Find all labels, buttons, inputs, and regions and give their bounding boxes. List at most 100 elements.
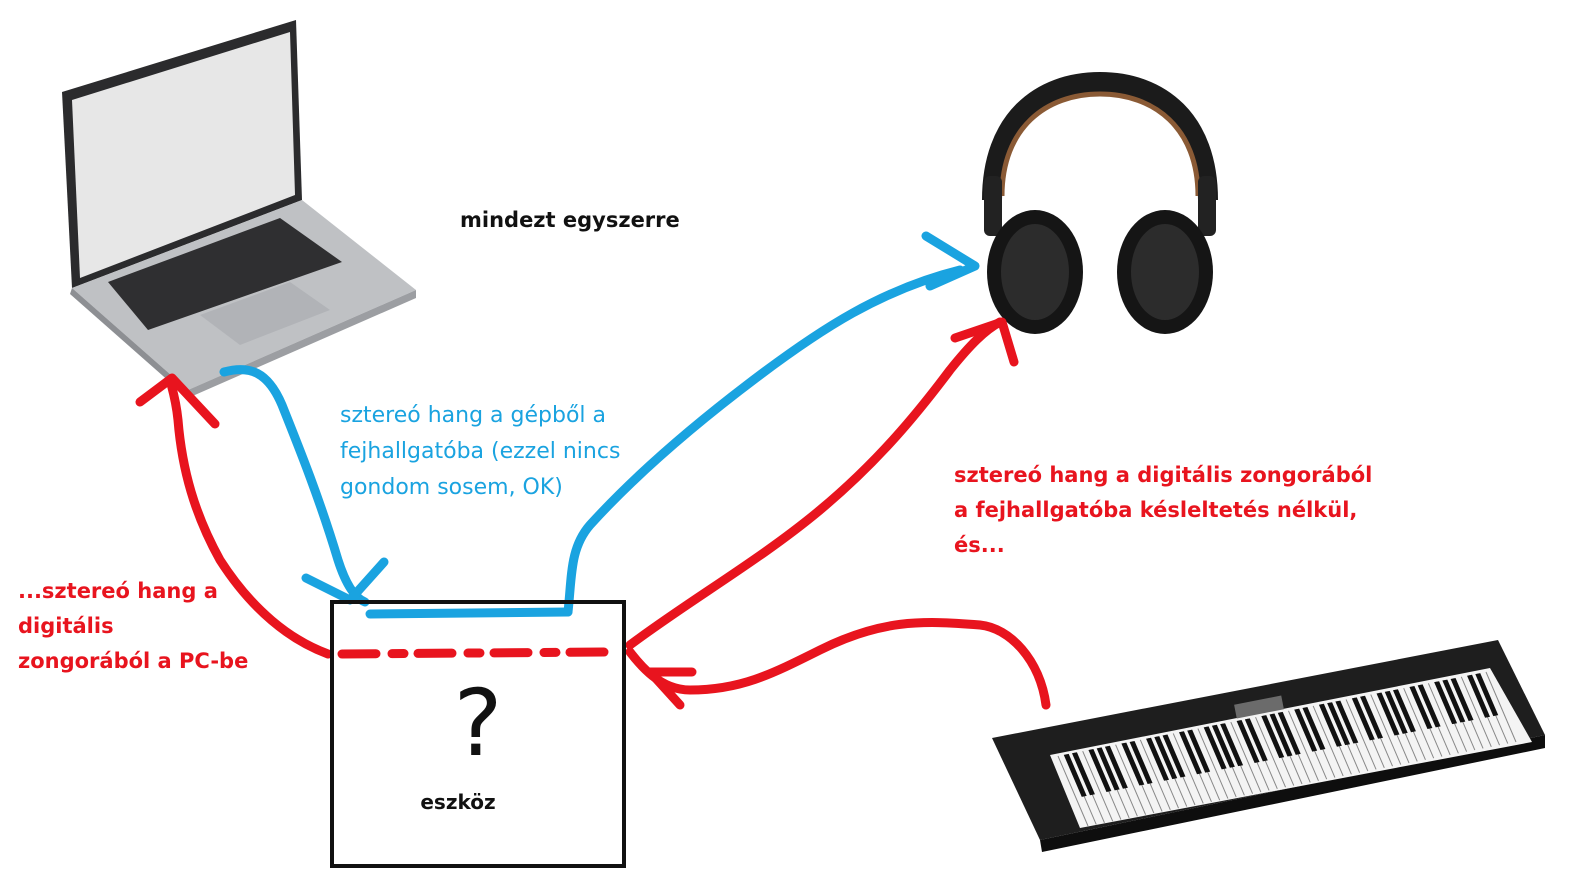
piano-black-key bbox=[1277, 711, 1301, 755]
piano-key-divider bbox=[1452, 678, 1484, 749]
piano-black-key bbox=[1203, 726, 1227, 770]
piano-black-key bbox=[1302, 707, 1326, 751]
red-right-line-1: sztereó hang a digitális zongorából bbox=[954, 463, 1373, 487]
piano-key-divider bbox=[1106, 746, 1138, 817]
piano-black-key bbox=[1467, 674, 1491, 718]
piano-key-divider bbox=[1370, 694, 1402, 765]
piano-black-key bbox=[1088, 749, 1112, 793]
piano-black-key bbox=[1434, 681, 1458, 725]
piano-key-divider bbox=[1329, 702, 1361, 773]
piano-key-divider bbox=[1320, 704, 1352, 775]
piano-key-divider bbox=[1098, 747, 1130, 819]
piano-black-key bbox=[1360, 695, 1384, 739]
piano-key-divider bbox=[1181, 731, 1212, 802]
blue-note-line-1: sztereó hang a gépből a bbox=[340, 403, 606, 428]
piano-key-divider bbox=[1378, 692, 1410, 764]
piano-key-divider bbox=[1353, 697, 1385, 769]
piano-black-key bbox=[1071, 752, 1095, 796]
piano-key-divider bbox=[1419, 684, 1451, 756]
piano-key-divider bbox=[1263, 715, 1295, 786]
piano-black-key bbox=[1417, 684, 1441, 728]
piano-black-key bbox=[1096, 747, 1120, 791]
piano-black-key bbox=[1475, 673, 1499, 717]
piano-black-key bbox=[1409, 686, 1433, 730]
piano-key-divider bbox=[1386, 691, 1418, 762]
piano-key-divider bbox=[1460, 676, 1492, 748]
piano-black-key bbox=[1335, 700, 1359, 744]
piano-black-key bbox=[1327, 702, 1351, 746]
piano-black-key bbox=[1269, 713, 1293, 757]
piano-key-divider bbox=[1213, 725, 1245, 796]
piano-black-key bbox=[1318, 703, 1342, 747]
piano-key-divider bbox=[1403, 687, 1435, 759]
piano-black-key bbox=[1384, 690, 1408, 734]
piano-black-key bbox=[1063, 753, 1087, 797]
piano-black-key bbox=[1392, 689, 1416, 733]
device-box bbox=[330, 600, 626, 868]
piano-black-key bbox=[1187, 729, 1211, 773]
piano-key-divider bbox=[1082, 750, 1114, 822]
piano-key-divider bbox=[1074, 752, 1105, 823]
piano-key-divider bbox=[1255, 717, 1286, 788]
piano-black-key bbox=[1178, 731, 1202, 775]
red-right-line-3: és... bbox=[954, 533, 1005, 557]
piano-key-divider bbox=[1057, 755, 1089, 827]
piano-key-divider bbox=[1148, 738, 1179, 809]
piano-key-divider bbox=[1304, 707, 1336, 778]
blue-note-line-3: gondom sosem, OK) bbox=[340, 475, 563, 500]
piano-key-divider bbox=[1362, 696, 1393, 767]
piano-key-divider bbox=[1197, 728, 1229, 799]
piano-black-key bbox=[1154, 736, 1178, 780]
piano-key-divider bbox=[1469, 675, 1500, 746]
piano-black-key bbox=[1244, 718, 1268, 762]
piano-key-divider bbox=[1230, 721, 1262, 793]
piano-key-divider bbox=[1395, 689, 1426, 760]
piano-black-key bbox=[1351, 697, 1375, 741]
piano-key-divider bbox=[1485, 671, 1517, 743]
piano-key-divider bbox=[1131, 741, 1163, 812]
piano-key-divider bbox=[1156, 736, 1188, 807]
red-right-label: sztereó hang a digitális zongorából a fe… bbox=[954, 458, 1372, 563]
piano-black-key bbox=[1294, 708, 1318, 752]
piano-key-divider bbox=[1205, 726, 1237, 798]
piano-key-divider bbox=[1246, 718, 1278, 790]
piano-key-divider bbox=[1172, 733, 1204, 804]
piano-key-divider bbox=[1123, 742, 1155, 814]
piano-black-key bbox=[1376, 692, 1400, 736]
piano-key-divider bbox=[1189, 729, 1221, 801]
piano-key-divider bbox=[1296, 708, 1328, 780]
red-left-line-1: ...sztereó hang a bbox=[18, 579, 218, 603]
piano-key-divider bbox=[1164, 734, 1196, 806]
piano-key-divider bbox=[1436, 681, 1468, 752]
piano-key-divider bbox=[1115, 744, 1147, 815]
device-question-mark: ? bbox=[453, 670, 503, 777]
blue-arrow-device-to-headphones bbox=[563, 265, 965, 617]
blue-note-line-2: fejhallgatóba (ezzel nincs bbox=[340, 439, 621, 464]
device-name-label: eszköz bbox=[420, 790, 496, 814]
piano-black-key bbox=[1121, 742, 1145, 786]
piano-key-divider bbox=[1090, 749, 1122, 820]
piano-key-divider bbox=[1279, 712, 1311, 783]
piano-key-divider bbox=[1288, 710, 1319, 781]
piano-key-divider bbox=[1477, 673, 1509, 744]
piano-key-divider bbox=[1411, 686, 1443, 757]
piano-key-divider bbox=[1312, 705, 1344, 777]
piano-black-key bbox=[1442, 679, 1466, 723]
piano-black-key bbox=[1236, 719, 1260, 763]
piano-black-key bbox=[1261, 715, 1285, 759]
blue-note-label: sztereó hang a gépből a fejhallgatóba (e… bbox=[340, 398, 620, 506]
red-left-label: ...sztereó hang a digitális zongorából a… bbox=[18, 574, 248, 679]
piano-key-divider bbox=[1427, 683, 1459, 754]
piano-key-divider bbox=[1238, 720, 1270, 791]
piano-key-divider bbox=[1337, 700, 1369, 772]
piano-key-divider bbox=[1139, 739, 1171, 811]
title-label: mindezt egyszerre bbox=[460, 208, 680, 232]
red-arrow-piano-to-device bbox=[625, 618, 1051, 710]
piano-black-key bbox=[1104, 745, 1128, 789]
red-right-line-2: a fejhallgatóba késleltetés nélkül, bbox=[954, 498, 1358, 522]
piano-black-key bbox=[1450, 677, 1474, 721]
